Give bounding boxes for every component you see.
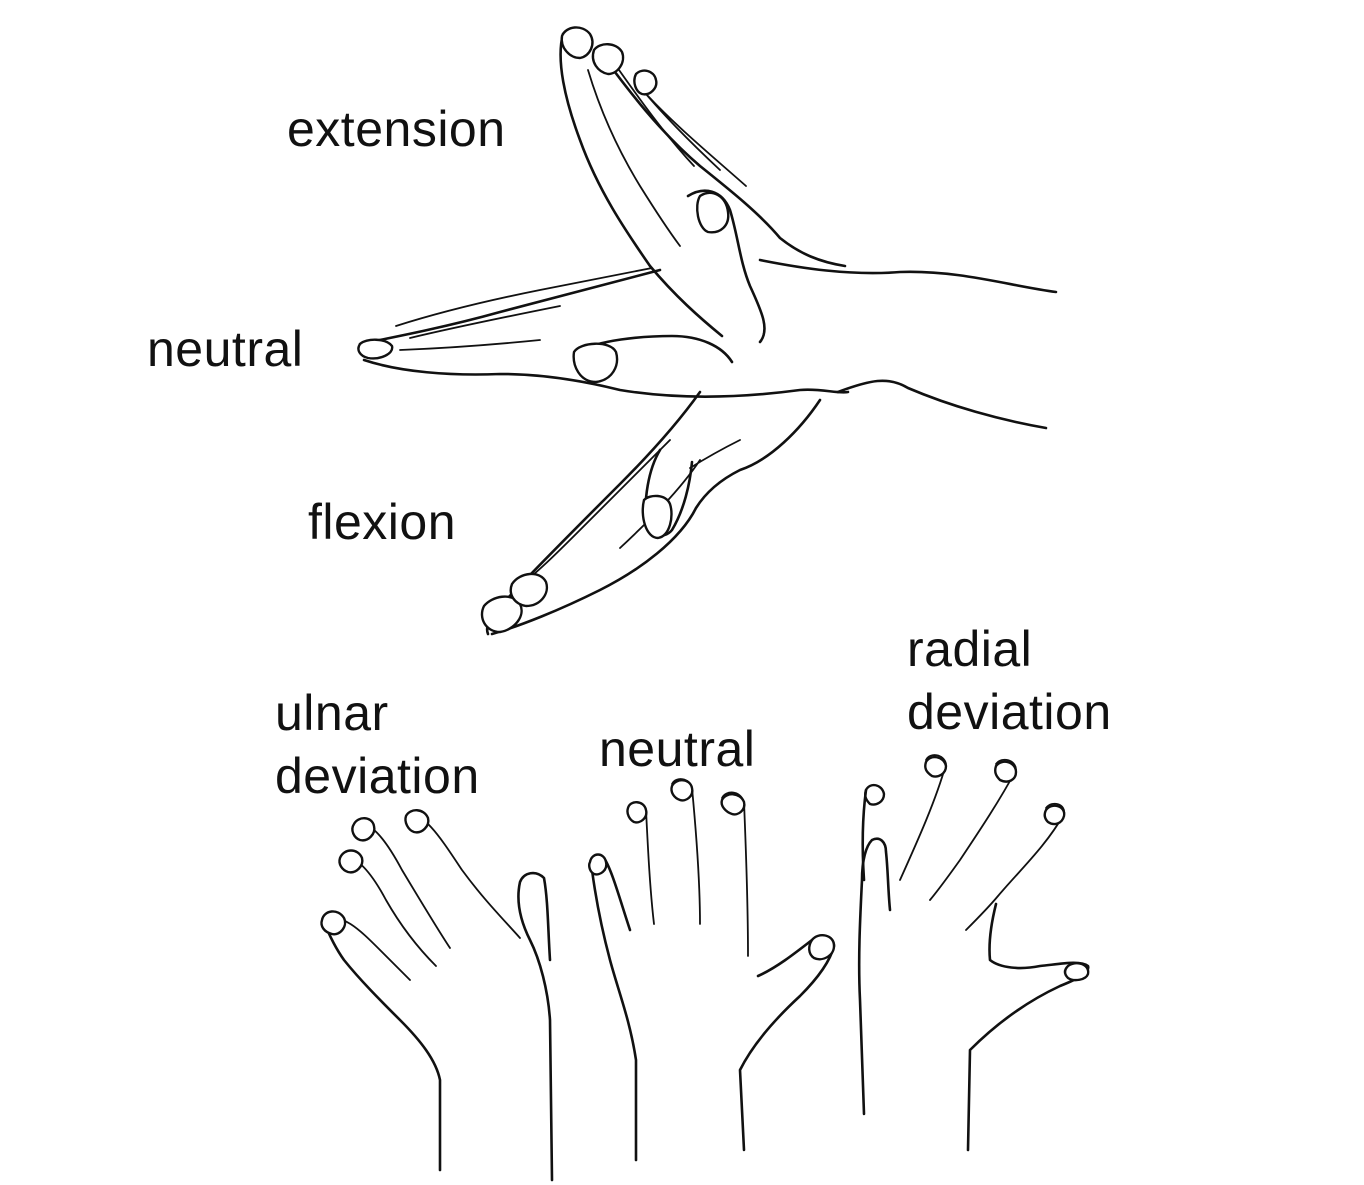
extension-hand-outline [561, 34, 845, 336]
label-ulnar-line2: deviation [275, 745, 480, 808]
radial-nail-4 [1045, 806, 1065, 824]
ulnar-fingers [324, 816, 520, 980]
radial-hand-outline [859, 839, 1088, 1150]
neutral-front-nail-4 [722, 794, 745, 814]
radial-pinky-line [863, 790, 866, 880]
ulnar-hand-outline [324, 873, 552, 1180]
neutral-front-thumb-nail [809, 935, 834, 959]
forearm-lower-edge [838, 381, 1046, 428]
extension-finger-nail-3 [634, 71, 656, 95]
flexion-fingers-detail [522, 440, 740, 584]
label-neutral-top-text: neutral [147, 318, 303, 381]
radial-nail-2 [925, 757, 946, 776]
neutral-front-hand [589, 779, 834, 1160]
label-neutral-top: neutral [147, 318, 303, 381]
radial-nail-3 [995, 762, 1016, 782]
label-flexion-text: flexion [308, 491, 456, 554]
extension-finger-nail-2 [593, 44, 623, 74]
ulnar-nail-2 [339, 851, 362, 873]
ulnar-nail-4 [405, 810, 428, 832]
label-radial-line1: radial [907, 618, 1112, 681]
label-radial-line2: deviation [907, 681, 1112, 744]
neutral-side-thumb-nail [574, 344, 617, 382]
ulnar-deviation-hand [321, 810, 552, 1180]
neutral-front-nail-2 [627, 802, 646, 822]
neutral-side-fingers-detail [396, 268, 652, 350]
neutral-side-nail-1 [358, 340, 392, 359]
ulnar-nail-3 [352, 818, 374, 840]
label-neutral-bottom-text: neutral [599, 718, 755, 781]
ulnar-nail-1 [321, 911, 345, 934]
label-radial-deviation: radial deviation [907, 618, 1112, 743]
neutral-front-nail-3 [671, 780, 692, 800]
forearm-upper-edge [760, 260, 1056, 292]
radial-thumb-nail [1065, 963, 1088, 980]
radial-deviation-hand [859, 755, 1088, 1150]
flexion-finger-nail-2 [511, 574, 547, 606]
label-extension-text: extension [287, 98, 506, 161]
extension-finger-nail-1 [562, 27, 593, 58]
flexion-thumb-nail [643, 496, 672, 538]
label-neutral-bottom: neutral [599, 718, 755, 781]
label-ulnar-deviation: ulnar deviation [275, 682, 480, 807]
radial-fingers [900, 755, 1064, 930]
label-flexion: flexion [308, 491, 456, 554]
neutral-front-nail-1 [589, 855, 606, 875]
label-extension: extension [287, 98, 506, 161]
label-ulnar-line1: ulnar [275, 682, 480, 745]
radial-nail-1 [865, 785, 884, 804]
neutral-front-hand-outline [592, 857, 834, 1160]
extension-thumb-nail [697, 193, 728, 232]
